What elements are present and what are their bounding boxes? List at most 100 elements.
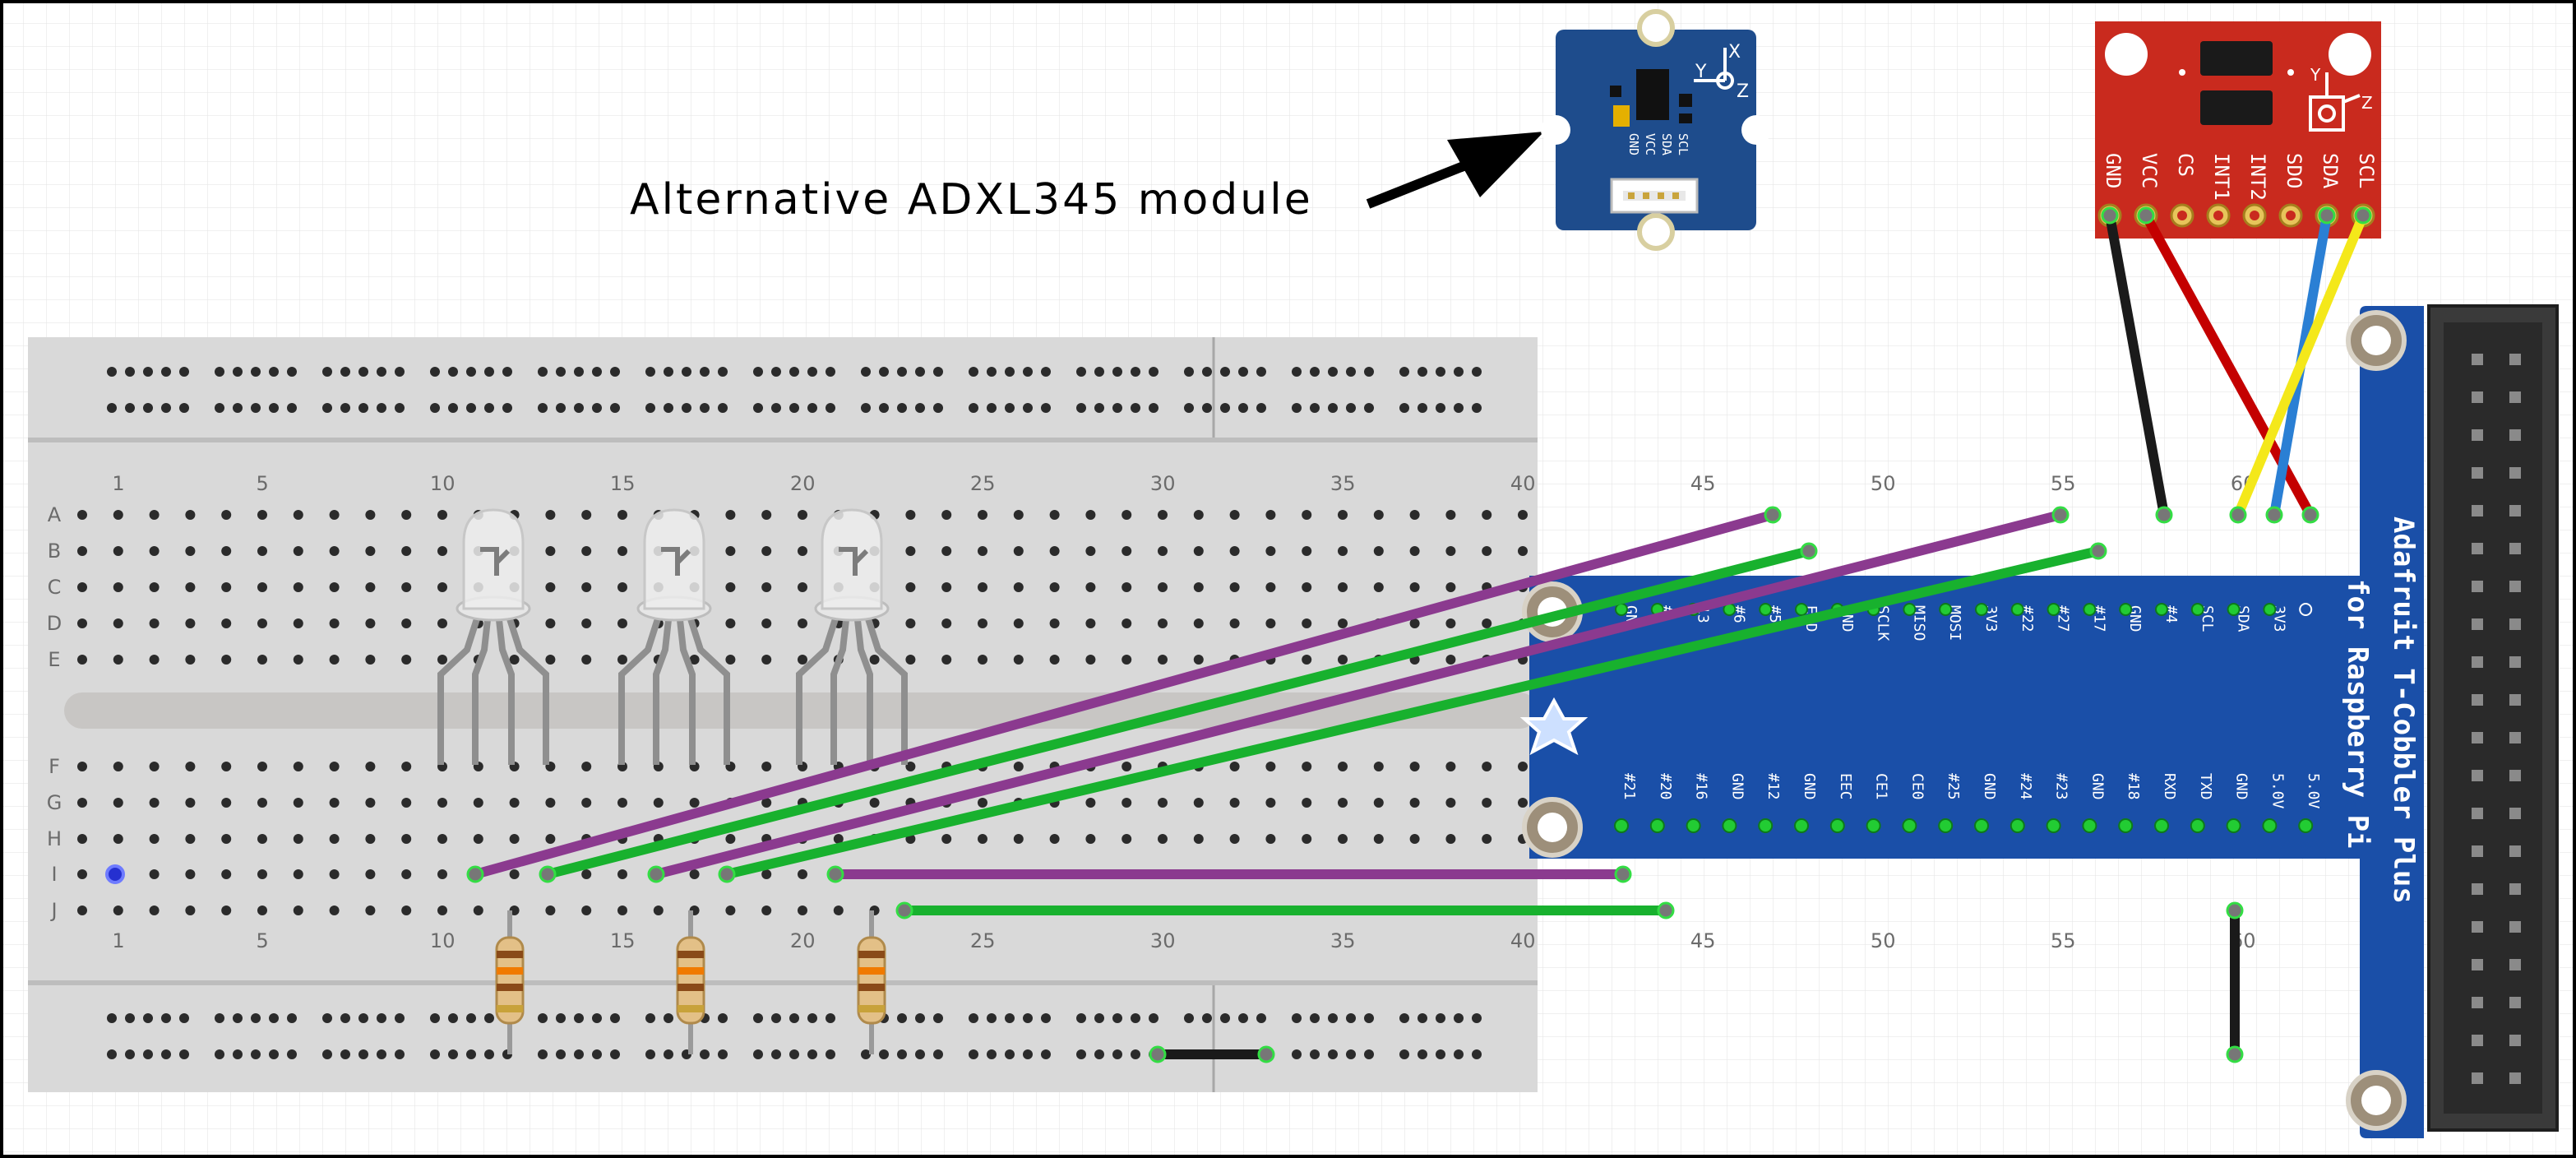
rail-hole: [1076, 1013, 1086, 1023]
hole: [1409, 618, 1420, 628]
hole: [185, 906, 196, 915]
hole: [1445, 546, 1456, 556]
hole: [509, 655, 520, 665]
cobbler-pad: [1686, 818, 1701, 833]
hole: [1049, 655, 1060, 665]
hole: [1158, 618, 1168, 628]
hole: [905, 618, 916, 628]
hole: [1373, 546, 1384, 556]
hole: [1409, 834, 1420, 844]
hole: [113, 798, 123, 808]
rail-hole: [879, 403, 889, 413]
rail-hole: [1112, 1049, 1122, 1059]
hole: [1445, 618, 1456, 628]
grove-pin-label: SDA: [1659, 133, 1674, 155]
cobbler-pad: [2299, 603, 2313, 616]
hole: [257, 618, 267, 628]
rail-hole: [556, 367, 566, 377]
rail-hole: [484, 367, 494, 377]
rail-hole: [915, 1049, 925, 1059]
hole: [329, 834, 340, 844]
hole: [77, 655, 87, 665]
hole: [293, 869, 303, 879]
cobbler-pad: [1829, 818, 1845, 833]
resistor: [495, 910, 525, 1054]
hole: [1482, 546, 1492, 556]
hole: [1302, 798, 1312, 808]
rail-hole: [826, 1013, 835, 1023]
cobbler-title-line1: Adafruit T-Cobbler Plus: [2387, 516, 2420, 904]
hole: [149, 546, 160, 556]
rail-hole: [1399, 1013, 1409, 1023]
adxl345-pin-label: INT1: [2210, 153, 2233, 201]
hole: [1122, 762, 1132, 771]
rail-hole: [1417, 403, 1427, 413]
hole: [437, 618, 447, 628]
rail-hole: [538, 367, 548, 377]
hole: [1193, 510, 1204, 520]
hole: [1229, 546, 1240, 556]
hole: [221, 869, 232, 879]
rail-hole: [143, 367, 153, 377]
rail-hole: [1076, 367, 1086, 377]
rail-hole: [1328, 1013, 1338, 1023]
cobbler-pin-label: #24: [2017, 773, 2034, 800]
hole: [185, 834, 196, 844]
hole: [329, 762, 340, 771]
hole: [329, 510, 340, 520]
column-number-top: 40: [1510, 472, 1536, 495]
hole: [149, 655, 160, 665]
rail-hole: [1399, 403, 1409, 413]
cobbler-pin-label: #18: [2125, 773, 2142, 800]
rail-hole: [1184, 403, 1194, 413]
hole: [437, 546, 447, 556]
hole: [1338, 546, 1348, 556]
hole: [1158, 834, 1168, 844]
hole: [473, 834, 483, 844]
cobbler-pin-label: CE1: [1873, 773, 1890, 800]
hole: [1265, 798, 1276, 808]
rail-hole: [107, 367, 117, 377]
rail-hole: [466, 1013, 476, 1023]
hole: [1265, 762, 1276, 771]
hole: [293, 798, 303, 808]
hole: [1013, 582, 1024, 592]
hole: [617, 798, 627, 808]
cobbler-pad: [2227, 603, 2241, 616]
rail-hole: [1310, 1013, 1320, 1023]
hole: [77, 906, 87, 915]
rail-hole: [771, 1049, 781, 1059]
hole: [1085, 618, 1096, 628]
jumper-wires: [466, 206, 2372, 1063]
hole: [798, 618, 807, 628]
cobbler-pad: [1722, 818, 1737, 833]
cobbler-pin-label: CE0: [1908, 773, 1926, 800]
hole: [798, 869, 807, 879]
adafruit-logo-icon: [1519, 697, 1589, 756]
hole: [221, 510, 232, 520]
rail-hole: [340, 403, 350, 413]
hole: [1049, 834, 1060, 844]
rail-hole: [1292, 1049, 1302, 1059]
rail-hole: [1310, 403, 1320, 413]
rail-hole: [377, 367, 386, 377]
grove-pin-label: SCL: [1676, 133, 1690, 155]
column-number-top: 25: [970, 472, 996, 495]
rail-hole: [1256, 1013, 1266, 1023]
cobbler-pins: [1614, 603, 2314, 833]
rail-hole: [269, 1049, 279, 1059]
rail-hole: [107, 1013, 117, 1023]
rail-hole: [807, 1049, 817, 1059]
rail-hole: [645, 1013, 655, 1023]
rail-hole: [233, 1013, 243, 1023]
rail-hole: [1184, 1013, 1194, 1023]
cobbler-pad: [2190, 818, 2205, 833]
column-number-top: 50: [1871, 472, 1896, 495]
rail-hole: [179, 367, 189, 377]
column-number-bottom: 10: [430, 929, 456, 952]
hole: [617, 906, 627, 915]
rail-hole: [1041, 1013, 1051, 1023]
rail-hole: [395, 403, 405, 413]
rail-hole: [215, 367, 224, 377]
hole: [1373, 834, 1384, 844]
